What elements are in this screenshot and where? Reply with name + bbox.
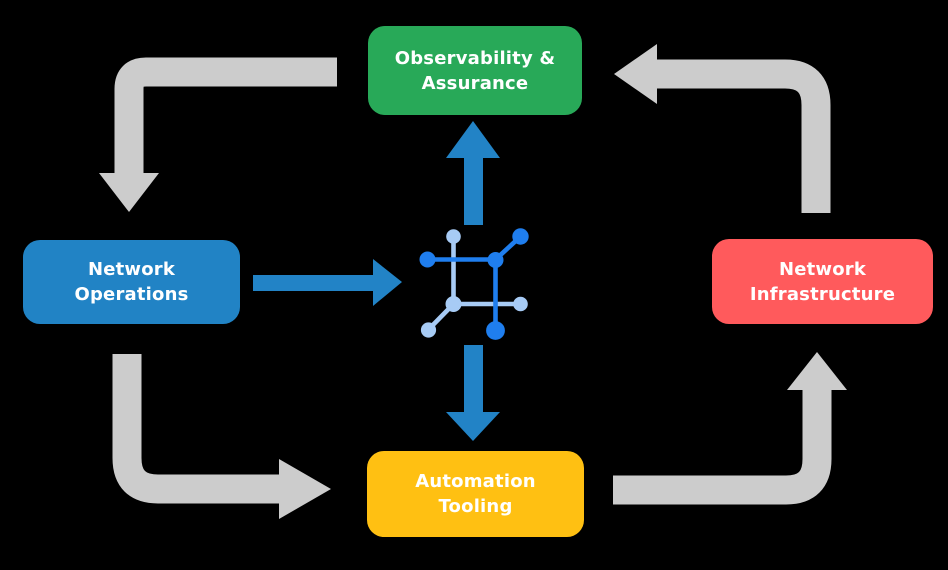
node-label-line: Assurance — [421, 72, 529, 94]
arrow-center-to-observability — [464, 155, 483, 225]
node-label-line: Automation — [415, 471, 536, 492]
node-infrastructure: Network Infrastructure — [712, 239, 933, 324]
node-label-line: Operations — [74, 284, 189, 305]
arrow-observability-to-operations — [114, 57, 337, 174]
network-fabric-icon — [419, 228, 529, 340]
node-label-line: Observability & — [394, 47, 556, 69]
icon-node-top — [446, 229, 461, 244]
arrowhead-left-icon — [614, 44, 657, 104]
blue-center-arrows — [253, 121, 500, 441]
arrow-operations-to-automation — [112, 354, 279, 504]
node-label-line: Network — [87, 259, 176, 280]
arrowhead-up-icon — [787, 352, 847, 390]
node-automation: Automation Tooling — [367, 451, 584, 537]
icon-junction-top-right — [487, 252, 504, 268]
arrowhead-right-icon — [279, 459, 331, 519]
icon-node-right — [513, 296, 528, 312]
gray-cycle-arrows — [99, 44, 847, 519]
arrow-automation-to-infrastructure — [613, 389, 832, 505]
node-label-line: Tooling — [438, 496, 513, 517]
arrowhead-up-icon — [446, 121, 500, 158]
arrow-infrastructure-to-observability — [656, 59, 831, 213]
arrow-operations-to-center — [253, 275, 375, 291]
arrow-center-to-automation — [464, 345, 483, 415]
icon-junction-bottom-left — [445, 296, 462, 312]
arrowhead-right-icon — [373, 259, 402, 306]
arrowhead-down-icon — [99, 173, 159, 212]
node-label-line: Network — [778, 258, 867, 280]
icon-node-bottom — [486, 321, 505, 340]
icon-node-left — [419, 251, 436, 268]
node-observability: Observability & Assurance — [368, 26, 582, 115]
icon-node-top-right — [512, 228, 529, 245]
node-label-line: Infrastructure — [749, 283, 896, 305]
node-operations: Network Operations — [23, 240, 240, 324]
icon-node-bottom-left — [420, 322, 437, 338]
arrowhead-down-icon — [446, 412, 500, 441]
